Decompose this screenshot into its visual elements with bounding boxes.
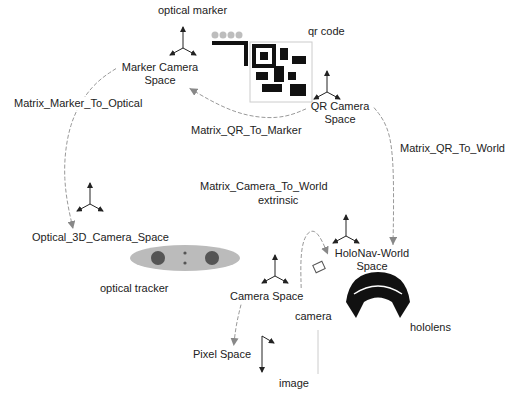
frame-label: QR Camera Space — [308, 100, 372, 125]
tracker-dot — [183, 251, 186, 254]
hololens-icon — [346, 272, 410, 318]
qr-code — [290, 84, 306, 96]
qr-code — [250, 42, 312, 102]
transform-arrow — [65, 69, 116, 229]
frame-label: Camera Space — [230, 290, 303, 303]
transform-arrow — [234, 305, 241, 346]
caption-label: camera — [293, 310, 334, 323]
matrix-label: Matrix_QR_To_Marker — [189, 124, 304, 137]
tracker-lens — [205, 251, 219, 265]
tracker-dot — [183, 261, 186, 264]
axes-icon — [314, 71, 340, 99]
qr-code — [254, 46, 274, 66]
frame-label: HoloNav-World Space — [330, 247, 414, 272]
axes-icon — [170, 27, 196, 55]
frame-label: Optical_3D_Camera_Space — [32, 231, 169, 244]
qr-code — [262, 84, 282, 92]
optical-tracker — [130, 245, 240, 271]
hololens-visor — [354, 286, 402, 294]
transform-arrow — [374, 108, 394, 245]
caption-label: qr code — [306, 25, 347, 38]
caption-label: extrinsic — [256, 194, 300, 207]
frame-name: QR Camera Space — [308, 100, 372, 125]
frame-label: Marker Camera Space — [118, 61, 202, 86]
axes-icon — [262, 336, 263, 372]
caption-label: optical marker — [156, 4, 229, 17]
matrix-label: Matrix_Camera_To_World — [198, 180, 330, 193]
image-edge — [318, 330, 319, 374]
qr-code — [280, 48, 288, 60]
caption-label: image — [277, 377, 311, 390]
qr-code — [256, 72, 268, 80]
axes-icon — [262, 255, 288, 283]
frame-name: Pixel Space — [193, 348, 251, 361]
transform-arrow — [189, 88, 306, 117]
marker-ball — [228, 32, 235, 39]
qr-code — [292, 56, 306, 64]
frame-name: HoloNav-World Space — [330, 247, 414, 272]
tracker-lens — [151, 251, 165, 265]
marker-bracket — [212, 43, 246, 66]
frame-name: Optical_3D_Camera_Space — [32, 231, 169, 244]
camera-icon — [313, 261, 325, 272]
caption-label: optical tracker — [98, 282, 170, 295]
matrix-label: Matrix_Marker_To_Optical — [12, 97, 144, 110]
qr-code — [260, 52, 268, 60]
frame-name: Marker Camera Space — [118, 61, 202, 86]
transform-arrow — [301, 231, 328, 288]
marker-ball — [212, 32, 219, 39]
qr-code — [288, 72, 296, 80]
axes-icon — [77, 183, 103, 211]
marker-ball — [236, 32, 243, 39]
qr-code — [274, 66, 284, 82]
frame-label: Pixel Space — [193, 348, 251, 361]
caption-label: hololens — [408, 321, 453, 334]
matrix-label: Matrix_QR_To_World — [398, 142, 507, 155]
marker-ball — [220, 32, 227, 39]
axes-icon — [262, 336, 274, 343]
axes-icon — [333, 215, 359, 243]
frame-name: Camera Space — [230, 290, 303, 303]
